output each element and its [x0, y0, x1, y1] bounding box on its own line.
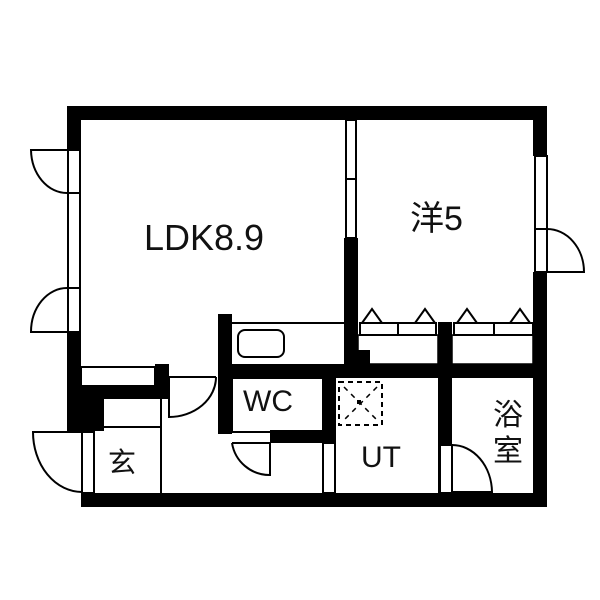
wall-bottom	[81, 493, 547, 507]
room-label-bathroom: 浴室	[493, 399, 523, 468]
entrance-shelf	[80, 366, 156, 387]
window-right	[534, 155, 548, 273]
door-bath-icon	[451, 444, 494, 493]
door-wc-icon	[231, 442, 271, 477]
closet-right	[451, 334, 534, 365]
door-right-icon	[546, 228, 586, 273]
bath-door-frame	[439, 444, 453, 494]
wall-right-upper	[533, 106, 547, 156]
room-label-wc: WC	[243, 385, 293, 418]
wall-left-top	[67, 106, 81, 150]
ventilation-icon	[338, 381, 383, 426]
entrance-door-frame	[81, 431, 95, 494]
wall-kitchen	[218, 314, 232, 434]
room-label-ut: UT	[361, 441, 401, 474]
wall-left-mid	[67, 332, 81, 432]
room-label-western: 洋5	[410, 200, 463, 238]
wall-mid-horizontal	[218, 364, 547, 378]
door-corridor-icon	[168, 376, 217, 419]
wall-right-lower	[533, 272, 547, 507]
wall-entrance-top	[81, 386, 166, 399]
entrance-door-icon	[31, 431, 83, 493]
wall-top	[67, 106, 547, 120]
door-left-lower-icon	[29, 287, 68, 333]
window-left	[67, 149, 81, 333]
kitchen-sink-icon	[237, 329, 285, 358]
ut-door-frame	[322, 442, 336, 494]
room-label-entrance: 玄	[108, 447, 137, 478]
door-left-upper-icon	[29, 149, 68, 194]
wall-ldk-western	[344, 238, 358, 364]
room-label-ldk: LDK8.9	[144, 217, 265, 258]
